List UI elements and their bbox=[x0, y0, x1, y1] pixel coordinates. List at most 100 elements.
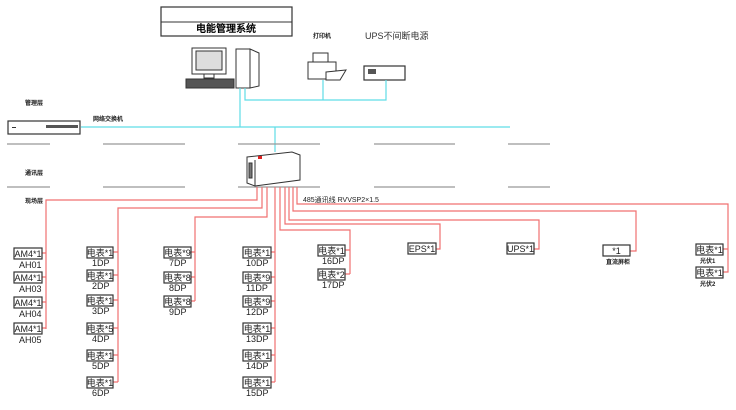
device-box bbox=[163, 246, 192, 259]
bus-label: 485通讯线 RVVSP2×1.5 bbox=[303, 195, 379, 204]
device-count: 电表*1 bbox=[244, 377, 271, 388]
device-box bbox=[86, 349, 114, 362]
device-count: 电表*5 bbox=[87, 323, 114, 334]
computer-icon bbox=[185, 47, 260, 89]
device-box bbox=[695, 243, 724, 256]
device-count: 电表*8 bbox=[164, 296, 191, 307]
device-label: 2DP bbox=[92, 281, 110, 291]
device-node: 电表*15DP bbox=[86, 349, 114, 371]
device-box bbox=[242, 322, 272, 335]
device-label: 7DP bbox=[169, 258, 187, 268]
device-count: 电表*1 bbox=[696, 244, 723, 255]
device-label: 13DP bbox=[246, 334, 269, 344]
gateway-icon bbox=[246, 151, 301, 187]
device-label: 光伏1 bbox=[699, 257, 716, 265]
device-label: 光伏2 bbox=[699, 280, 716, 288]
device-label: 4DP bbox=[92, 334, 110, 344]
device-count: 电表*1 bbox=[87, 350, 114, 361]
device-node: 电表*12DP bbox=[86, 269, 114, 291]
device-label: 12DP bbox=[246, 307, 269, 317]
device-count: AM4*1 bbox=[14, 324, 41, 334]
device-label: AH04 bbox=[19, 309, 42, 319]
device-label: 14DP bbox=[246, 361, 269, 371]
device-box bbox=[13, 296, 43, 309]
device-label: AH05 bbox=[19, 335, 42, 345]
device-node: UPS*1 bbox=[506, 242, 535, 255]
device-label: 8DP bbox=[169, 283, 187, 293]
switch-label: 网络交换机 bbox=[93, 115, 123, 123]
network-lines bbox=[81, 80, 510, 152]
device-box bbox=[506, 242, 535, 255]
device-label: AH03 bbox=[19, 284, 42, 294]
device-count: 电表*1 bbox=[244, 350, 271, 361]
device-count: 电表*1 bbox=[87, 270, 114, 281]
device-count: 电表*1 bbox=[87, 247, 114, 258]
device-count: *1 bbox=[612, 246, 621, 256]
device-box bbox=[86, 322, 114, 335]
device-box bbox=[242, 246, 272, 259]
device-count: EPS*1 bbox=[409, 244, 436, 254]
device-label: 9DP bbox=[169, 307, 187, 317]
device-label: AH01 bbox=[19, 260, 42, 270]
device-box bbox=[695, 266, 724, 279]
device-box bbox=[13, 271, 43, 284]
device-node: 电表*16DP bbox=[86, 376, 114, 398]
device-count: 电表*9 bbox=[244, 272, 271, 283]
device-node: 电表*11DP bbox=[86, 246, 114, 268]
device-label: 11DP bbox=[246, 283, 268, 293]
system-title-box: 电能管理系统 bbox=[160, 6, 293, 37]
device-box bbox=[242, 376, 272, 389]
device-box bbox=[86, 376, 114, 389]
device-label: 10DP bbox=[246, 258, 269, 268]
device-count: AM4*1 bbox=[14, 273, 41, 283]
device-label: 直流屏柜 bbox=[606, 258, 630, 266]
rs485-lines bbox=[42, 187, 729, 383]
device-label: 6DP bbox=[92, 388, 110, 398]
device-label: 3DP bbox=[92, 306, 110, 316]
device-box bbox=[13, 247, 43, 260]
device-box bbox=[86, 269, 114, 282]
device-box bbox=[13, 322, 43, 335]
device-box bbox=[163, 271, 192, 284]
device-count: AM4*1 bbox=[14, 298, 41, 308]
device-label: 15DP bbox=[246, 388, 269, 398]
device-box bbox=[86, 246, 114, 259]
printer-icon bbox=[307, 52, 347, 81]
printer-label: 打印机 bbox=[313, 32, 331, 40]
device-box bbox=[242, 271, 272, 284]
device-box bbox=[242, 349, 272, 362]
device-count: 电表*1 bbox=[244, 247, 271, 258]
switch-icon bbox=[7, 120, 81, 135]
device-count: 电表*1 bbox=[87, 295, 114, 306]
device-box bbox=[242, 295, 272, 308]
device-count: UPS*1 bbox=[507, 244, 534, 254]
device-count: 电表*1 bbox=[244, 323, 271, 334]
system-title: 电能管理系统 bbox=[196, 22, 256, 35]
ups-icon bbox=[363, 65, 406, 81]
device-count: 电表*9 bbox=[164, 247, 191, 258]
device-node: 电表*1 光伏1 bbox=[695, 243, 724, 265]
device-count: 电表*1 bbox=[87, 377, 114, 388]
layer-field: 现场层 bbox=[25, 197, 43, 205]
device-box bbox=[317, 244, 346, 257]
device-count: 电表*2 bbox=[318, 269, 345, 280]
device-count: 电表*8 bbox=[164, 272, 191, 283]
device-box bbox=[602, 244, 631, 257]
device-count: 电表*1 bbox=[318, 245, 345, 256]
device-count: AM4*1 bbox=[14, 249, 41, 259]
layer-mgmt: 管理层 bbox=[25, 99, 43, 107]
